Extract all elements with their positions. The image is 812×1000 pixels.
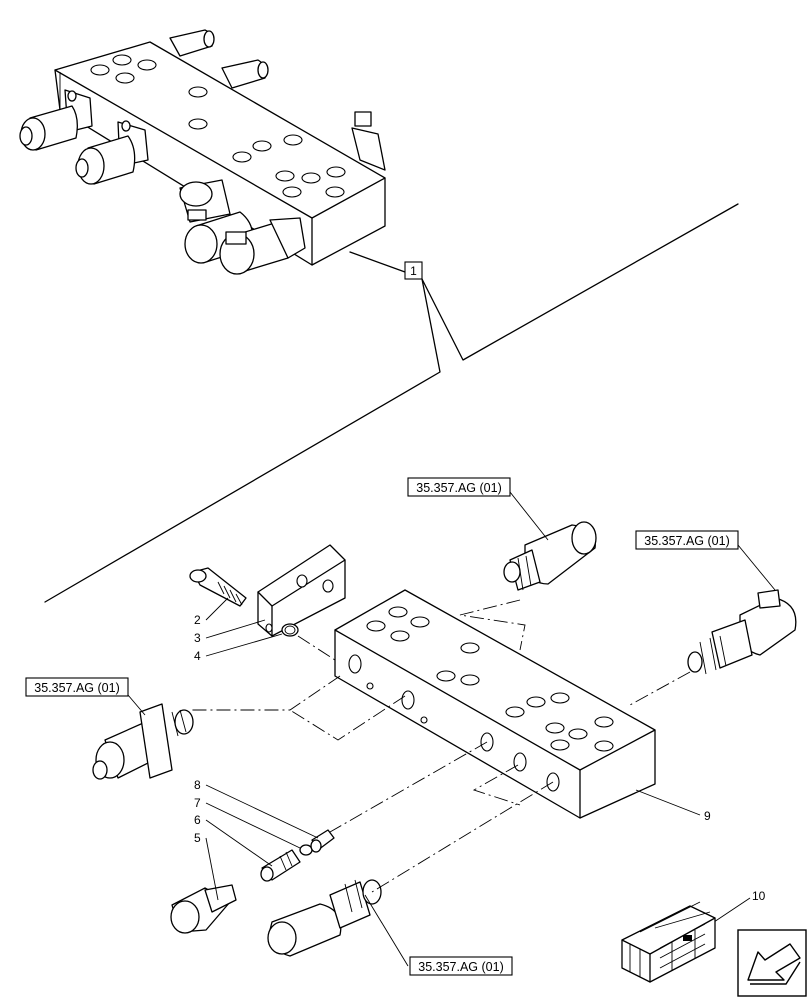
exploded-valve-block: [334, 589, 656, 819]
reference-right[interactable]: 35.357.AG (01): [635, 530, 776, 591]
bolt: [189, 567, 247, 607]
reference-bottom-label: 35.357.AG (01): [418, 960, 503, 974]
callout-10: 10: [752, 889, 766, 903]
top-right-connector: [351, 111, 386, 171]
spool: [310, 829, 335, 853]
solenoid-right: [687, 589, 797, 675]
solenoid-top-middle: [503, 521, 597, 591]
callout-3: 3: [194, 631, 201, 645]
assembled-block-holes: [90, 54, 346, 198]
left-solenoid-lower: [75, 120, 149, 185]
small-o-ring: [299, 844, 313, 856]
reference-top[interactable]: 35.357.AG (01): [407, 477, 549, 541]
left-solenoid-upper: [19, 89, 93, 151]
reference-left-label: 35.357.AG (01): [34, 681, 119, 695]
alignment-lines: [190, 599, 691, 893]
back-solenoid-1: [169, 29, 215, 57]
callout-2: 2: [194, 613, 201, 627]
valve-cartridge: [260, 849, 301, 882]
cover-plate: [257, 544, 346, 637]
kit-crate-icon: [621, 901, 716, 983]
callout-6: 6: [194, 813, 201, 827]
callout-4: 4: [194, 649, 201, 663]
callout-8: 8: [194, 778, 201, 792]
callout-1-label: 1: [410, 264, 417, 278]
callout-9: 9: [704, 809, 711, 823]
next-page-arrow-icon[interactable]: [737, 929, 807, 997]
solenoid-bottom: [267, 879, 382, 957]
reference-top-label: 35.357.AG (01): [416, 481, 501, 495]
reference-bottom[interactable]: 35.357.AG (01): [364, 894, 513, 976]
reference-right-label: 35.357.AG (01): [644, 534, 729, 548]
reference-left[interactable]: 35.357.AG (01): [25, 677, 146, 716]
callout-7: 7: [194, 796, 201, 810]
callout-5: 5: [194, 831, 201, 845]
front-solenoid-right: [219, 217, 306, 275]
solenoid-left: [92, 703, 194, 780]
callout-1: 1: [404, 261, 423, 280]
back-solenoid-2: [221, 59, 269, 89]
callout-leaders: [205, 597, 751, 929]
assembled-valve-block: [19, 29, 386, 275]
plug: [170, 884, 237, 934]
